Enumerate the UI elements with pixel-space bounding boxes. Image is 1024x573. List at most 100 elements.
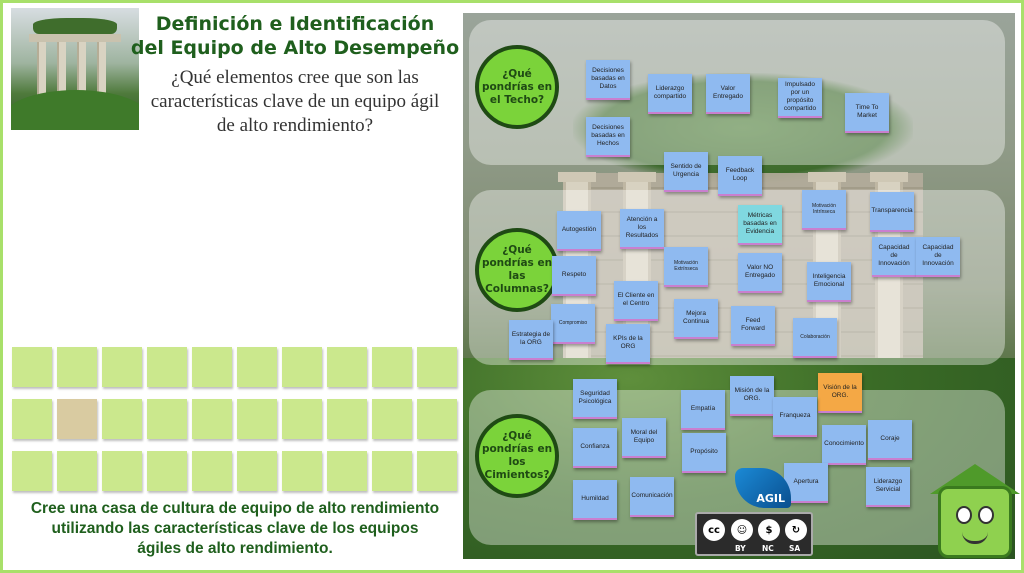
blank-sticky-note[interactable] <box>417 399 457 439</box>
temple-beam <box>29 34 121 42</box>
by-icon: ☺ <box>731 519 753 541</box>
sticky-note[interactable]: KPIs de la ORG <box>606 324 650 364</box>
blank-sticky-note[interactable] <box>327 347 367 387</box>
house-mascot-icon <box>930 460 1020 570</box>
question-text: ¿Qué elementos cree que son las caracter… <box>150 67 440 136</box>
sticky-note[interactable]: Valor Entregado <box>706 74 750 114</box>
sticky-note[interactable]: Mejora Continua <box>674 299 718 339</box>
blank-sticky-note[interactable] <box>102 347 142 387</box>
sticky-note[interactable]: Humildad <box>573 480 617 520</box>
blank-sticky-note[interactable] <box>282 451 322 491</box>
temple-column <box>97 42 106 96</box>
blank-sticky-note[interactable] <box>327 399 367 439</box>
sticky-note[interactable]: Misión de la ORG. <box>730 376 774 416</box>
license-sa: SA <box>789 544 801 553</box>
blank-sticky-note[interactable] <box>57 399 97 439</box>
sticky-note[interactable]: Visión de la ORG. <box>818 373 862 413</box>
sticky-note[interactable]: Capacidad de Innovación <box>872 237 916 277</box>
sticky-note[interactable]: Empatía <box>681 390 725 430</box>
blank-sticky-note[interactable] <box>147 399 187 439</box>
sticky-note[interactable]: Motivación Intrínseca <box>802 190 846 230</box>
sticky-note[interactable]: Franqueza <box>773 397 817 437</box>
sticky-note[interactable]: Apertura <box>784 463 828 503</box>
sticky-note[interactable]: Coraje <box>868 420 912 460</box>
sticky-note[interactable]: Decisiones basadas en Datos <box>586 60 630 100</box>
roof-question-label: ¿Qué pondrías en el Techo? <box>481 67 553 106</box>
blank-sticky-note[interactable] <box>12 399 52 439</box>
sticky-note[interactable]: Confianza <box>573 428 617 468</box>
license-nc: NC <box>762 544 774 553</box>
sticky-note[interactable]: Comunicación <box>630 477 674 517</box>
foundation-question-circle: ¿Qué pondrías en los Cimientos? <box>475 414 559 498</box>
sticky-note[interactable]: Compromiso <box>551 304 595 344</box>
blank-sticky-note[interactable] <box>57 451 97 491</box>
sticky-note[interactable]: Atención a los Resultados <box>620 209 664 249</box>
roof-question-circle: ¿Qué pondrías en el Techo? <box>475 45 559 129</box>
blank-sticky-note[interactable] <box>12 347 52 387</box>
sticky-note[interactable]: Liderazgo compartido <box>648 74 692 114</box>
sticky-note[interactable]: Valor NO Entregado <box>738 253 782 293</box>
page-title: Definición e Identificación del Equipo d… <box>130 12 460 60</box>
temple-column <box>77 42 86 96</box>
sticky-note[interactable]: Moral del Equipo <box>622 418 666 458</box>
blank-sticky-note[interactable] <box>372 451 412 491</box>
blank-sticky-note[interactable] <box>147 347 187 387</box>
sticky-note[interactable]: Capacidad de Innovación <box>916 237 960 277</box>
sticky-note[interactable]: Feedback Loop <box>718 156 762 196</box>
blank-sticky-note[interactable] <box>57 347 97 387</box>
blank-sticky-note[interactable] <box>417 347 457 387</box>
blank-sticky-note[interactable] <box>12 451 52 491</box>
sticky-note[interactable]: Conocimiento <box>822 425 866 465</box>
blank-sticky-note[interactable] <box>147 451 187 491</box>
blank-sticky-note[interactable] <box>102 451 142 491</box>
blank-sticky-note[interactable] <box>237 347 277 387</box>
instruction-text: Cree una casa de cultura de equipo de al… <box>30 500 440 557</box>
blank-sticky-note[interactable] <box>192 399 232 439</box>
agil-license-badge: AGIL cc ☺ $ ↻ BY NC SA <box>677 466 815 560</box>
blank-sticky-note[interactable] <box>237 451 277 491</box>
sticky-note[interactable]: Sentido de Urgencia <box>664 152 708 192</box>
mascot-eye <box>978 506 994 524</box>
blank-sticky-note[interactable] <box>192 451 232 491</box>
sticky-note[interactable]: Propósito <box>682 433 726 473</box>
sticky-note[interactable]: Seguridad Psicológica <box>573 379 617 419</box>
blank-sticky-note[interactable] <box>282 399 322 439</box>
blank-sticky-note[interactable] <box>192 347 232 387</box>
sticky-note[interactable]: Colaboración <box>793 318 837 358</box>
blank-sticky-note[interactable] <box>327 451 367 491</box>
sticky-note[interactable]: Transparencia <box>870 192 914 232</box>
license-by: BY <box>735 544 746 553</box>
sticky-note[interactable]: Time To Market <box>845 93 889 133</box>
blank-sticky-note[interactable] <box>372 347 412 387</box>
columns-question-label: ¿Qué pondrías en las Columnas? <box>481 244 553 295</box>
sticky-note[interactable]: Inteligencia Emocional <box>807 262 851 302</box>
columns-question-circle: ¿Qué pondrías en las Columnas? <box>475 228 559 312</box>
sticky-note[interactable]: Métricas basadas en Evidencia <box>738 205 782 245</box>
cc-icon: cc <box>703 519 725 541</box>
blank-sticky-grid <box>12 347 457 491</box>
blank-sticky-note[interactable] <box>102 399 142 439</box>
temple-hill <box>11 90 139 130</box>
sticky-note[interactable]: El Cliente en el Centro <box>614 281 658 321</box>
temple-column <box>37 42 46 96</box>
sticky-note[interactable]: Decisiones basadas en Hechos <box>586 117 630 157</box>
mascot-mouth <box>962 532 988 544</box>
temple-column <box>57 42 66 96</box>
temple-roof <box>33 18 117 34</box>
temple-image <box>11 8 139 130</box>
sticky-note[interactable]: Autogestión <box>557 211 601 251</box>
blank-sticky-note[interactable] <box>237 399 277 439</box>
mascot-eye <box>956 506 972 524</box>
page-title-line2: del Equipo de Alto Desempeño <box>130 37 460 59</box>
blank-sticky-note[interactable] <box>372 399 412 439</box>
sticky-note[interactable]: Liderazgo Servicial <box>866 467 910 507</box>
mascot-body <box>938 486 1012 558</box>
sticky-note[interactable]: Respeto <box>552 256 596 296</box>
blank-sticky-note[interactable] <box>417 451 457 491</box>
sticky-note[interactable]: Impulsado por un propósito compartido <box>778 78 822 118</box>
agil-logo: AGIL <box>735 468 791 508</box>
sticky-note[interactable]: Estrategia de la ORG <box>509 320 553 360</box>
sticky-note[interactable]: Feed Forward <box>731 306 775 346</box>
blank-sticky-note[interactable] <box>282 347 322 387</box>
sticky-note[interactable]: Motivación Extrínseca <box>664 247 708 287</box>
